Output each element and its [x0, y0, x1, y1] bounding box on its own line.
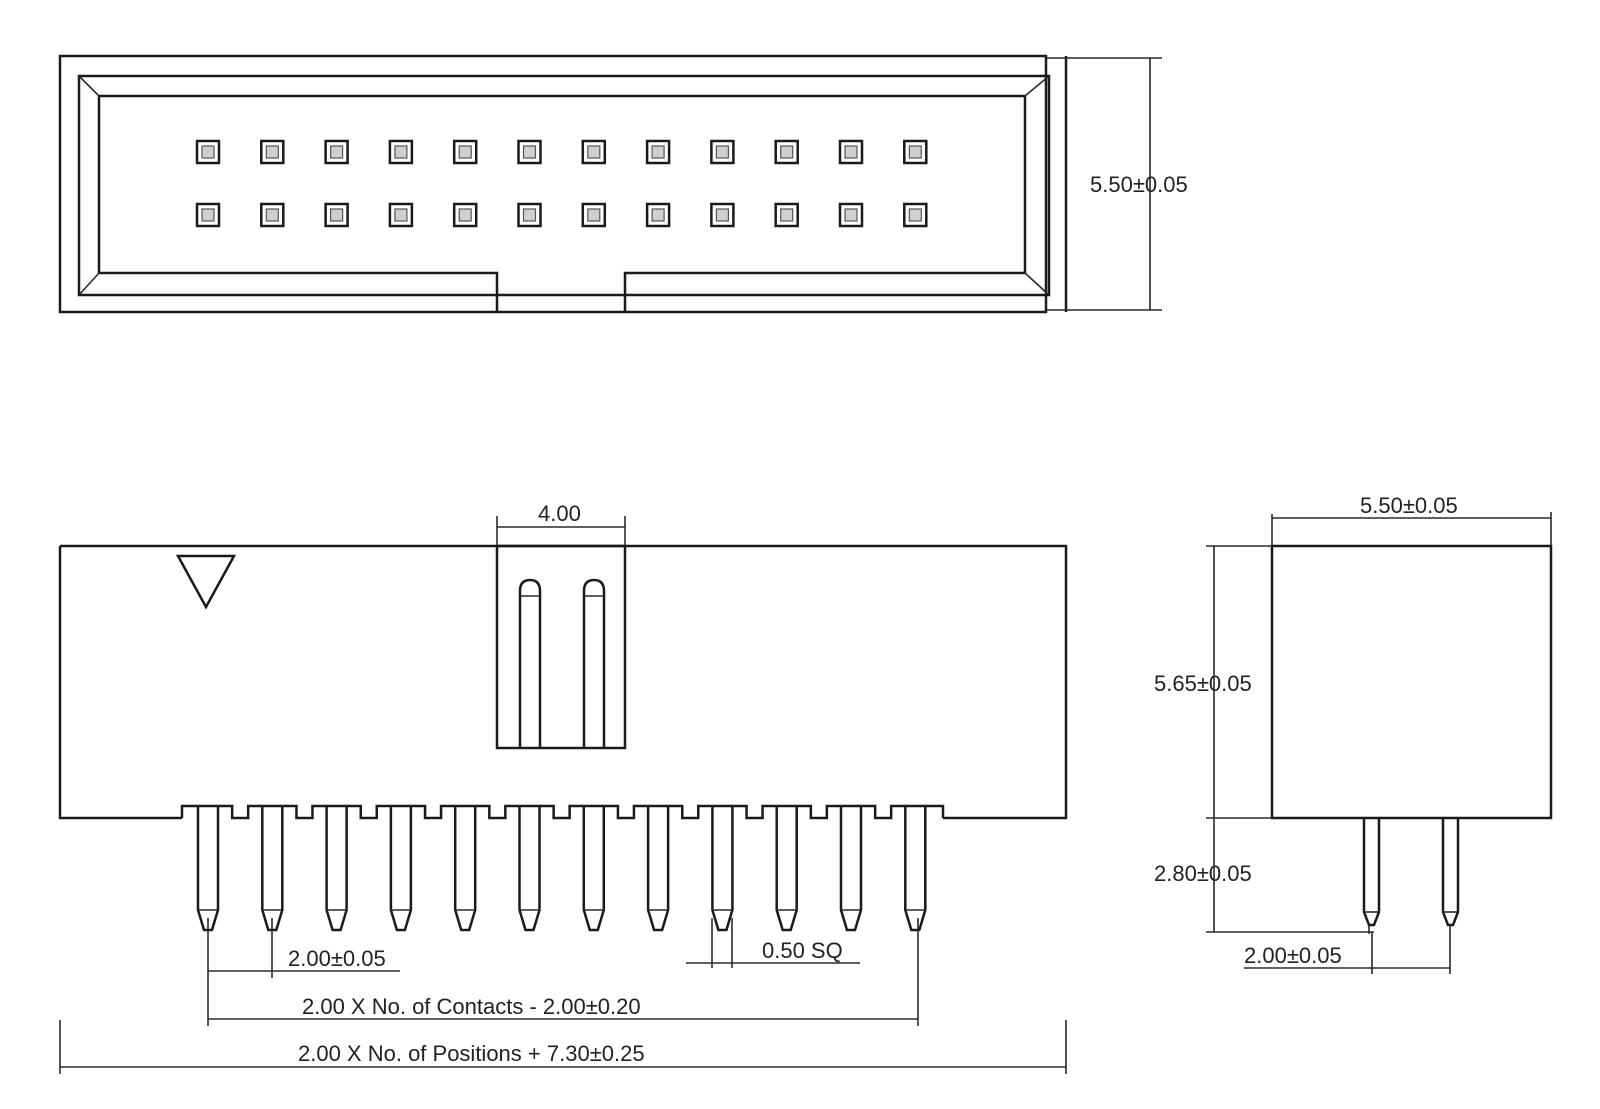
side-pin-length-label: 2.80±0.05 [1154, 861, 1252, 886]
top-pin-square [195, 139, 221, 165]
top-view: 5.50±0.05 [58, 54, 1188, 314]
top-pin-square [517, 202, 542, 228]
top-corner-bl [78, 272, 100, 296]
top-corner-tr [1024, 75, 1050, 97]
front-pin [196, 806, 220, 932]
side-body [1270, 544, 1553, 820]
key-width-label: 4.00 [538, 501, 581, 526]
front-pin [325, 806, 348, 932]
front-pin-array [196, 806, 927, 932]
top-pin-square [388, 139, 414, 165]
top-pin-square [452, 139, 478, 165]
top-pin-square [324, 202, 349, 228]
front-body-outline-left [58, 546, 182, 820]
key-pin-right [582, 578, 606, 748]
top-pin-square [903, 202, 928, 228]
top-pin-square [710, 139, 735, 165]
front-pin [582, 806, 606, 932]
pin1-marker-triangle [175, 554, 237, 610]
front-pin [518, 806, 541, 932]
top-pin-square [517, 139, 542, 165]
top-pin-square [581, 139, 607, 165]
top-pin-square [710, 202, 735, 228]
side-body-height-label: 5.65±0.05 [1154, 671, 1252, 696]
side-pin-left [1362, 818, 1381, 934]
front-pin [453, 806, 477, 932]
top-height-label: 5.50±0.05 [1090, 172, 1188, 197]
front-pin [389, 806, 413, 932]
top-pin-square [903, 139, 928, 165]
front-pin [261, 806, 284, 932]
side-width-label: 5.50±0.05 [1360, 493, 1458, 518]
top-pin-square [581, 202, 607, 228]
front-pin [711, 806, 734, 932]
top-pin-square [838, 139, 864, 165]
front-body-outline-right [60, 544, 1068, 820]
front-pin [775, 806, 798, 932]
top-pin-square [324, 139, 349, 165]
top-inner-frame [77, 74, 1051, 297]
contacts-formula-label: 2.00 X No. of Contacts - 2.00±0.20 [302, 994, 641, 1019]
top-pin-square [774, 139, 799, 165]
top-pin-square [452, 202, 478, 228]
top-corner-br [1024, 272, 1050, 296]
front-pin [646, 806, 670, 932]
front-pin [904, 806, 927, 932]
top-pin-square [645, 139, 671, 165]
top-pin-array [195, 139, 928, 228]
top-pin-square [388, 202, 414, 228]
front-bottom-notched-edge [180, 804, 945, 820]
side-pin-right [1441, 818, 1460, 974]
front-pin [839, 806, 863, 932]
top-corner-tl [78, 75, 100, 97]
front-pitch-label: 2.00±0.05 [288, 946, 386, 971]
top-pin-square [260, 202, 285, 228]
pin-square-label: 0.50 SQ [762, 938, 843, 963]
key-pin-left [518, 578, 542, 748]
side-view: 5.50±0.05 5.65±0.05 2.80±0.05 2.00±0.05 [1154, 493, 1553, 974]
top-pin-square [260, 139, 285, 165]
top-outer-outline [58, 54, 1048, 314]
side-pitch-label: 2.00±0.05 [1244, 943, 1342, 968]
key-window [495, 544, 627, 750]
top-pin-square [645, 202, 671, 228]
front-view: 4.00 2.00±0.05 0.50 SQ 2.00 X No. of Con… [58, 501, 1068, 1074]
positions-formula-label: 2.00 X No. of Positions + 7.30±0.25 [298, 1041, 645, 1066]
top-pin-square [838, 202, 864, 228]
top-inner-cavity-left [97, 96, 499, 312]
top-pin-square [774, 202, 799, 228]
top-pin-square [195, 202, 221, 228]
top-inner-cavity-right [99, 94, 1027, 312]
